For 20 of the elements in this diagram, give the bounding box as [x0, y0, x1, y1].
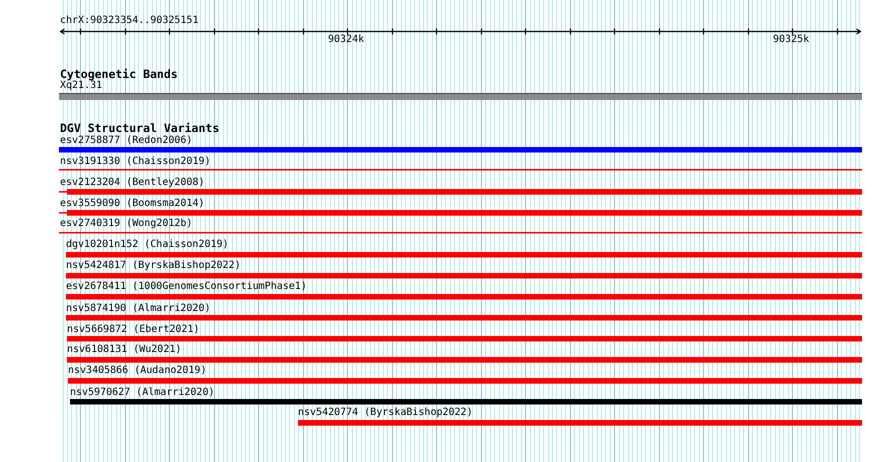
track-title: DGV Structural Variants — [60, 122, 220, 134]
feature-label: dgv10201n152 (Chaisson2019) — [66, 239, 229, 252]
feature-label: nsv3191330 (Chaisson2019) — [60, 156, 211, 168]
feature-label: nsv5669872 (Ebert2021) — [67, 324, 200, 336]
track-title: Cytogenetic Bands — [60, 68, 178, 80]
feature-label: esv2123204 (Bentley2008) — [60, 176, 204, 189]
tick-label: 90324k — [328, 34, 364, 46]
band-label: Xq21.31 — [60, 80, 102, 92]
tick-label: 90325k — [773, 34, 810, 46]
feature-label: nsv3405866 (Audano2019) — [68, 365, 206, 378]
feature-label: nsv5874190 (Almarri2020) — [66, 302, 210, 315]
feature-label: esv2758877 (Redon2006) — [60, 134, 192, 147]
location-label: chrX:90323354..90325151 — [60, 15, 198, 27]
feature-label: nsv5970627 (Almarri2020) — [70, 386, 214, 399]
feature-label: nsv5424817 (ByrskaBishop2022) — [66, 260, 241, 272]
feature-label: nsv6108131 (Wu2021) — [67, 344, 182, 356]
feature-label: nsv5420774 (ByrskaBishop2022) — [298, 407, 473, 420]
feature-label: esv2678411 (1000GenomesConsortiumPhase1) — [66, 281, 307, 294]
feature-label: esv2740319 (Wong2012b) — [60, 218, 192, 230]
feature-label: esv3559090 (Boomsma2014) — [60, 198, 204, 210]
